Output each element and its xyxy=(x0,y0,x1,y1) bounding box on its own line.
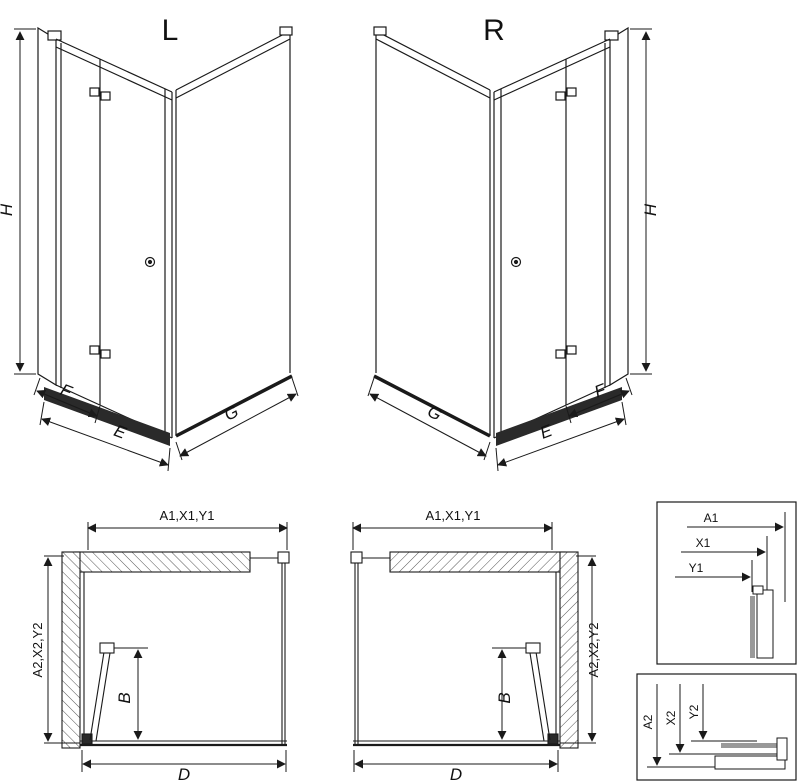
detail-border xyxy=(636,673,797,781)
hinge-icon xyxy=(89,345,100,355)
dim-label-d: D xyxy=(450,765,462,784)
detail-horizontal-drawing xyxy=(675,512,786,659)
door-pivot xyxy=(81,733,93,745)
iso-view-left: L H F E G xyxy=(0,14,299,472)
wall-top xyxy=(74,551,251,573)
glass-edge xyxy=(750,596,755,658)
dim-label-a2x2y2: A2,X2,Y2 xyxy=(30,623,45,678)
dim-label-a1x1y1: A1,X1,Y1 xyxy=(426,508,481,523)
folded-door xyxy=(95,652,111,742)
wall-left xyxy=(61,551,81,749)
detail-box-vertical: A2 X2 Y2 xyxy=(636,673,797,781)
detail-vertical-drawing xyxy=(647,684,788,770)
plan-right-drawing xyxy=(350,522,597,772)
dim-label-b: B xyxy=(115,692,134,703)
dim-label-b: B xyxy=(495,692,514,703)
iso-left-dimensions xyxy=(14,28,299,472)
iso-right-drawing xyxy=(367,26,652,472)
dim-label-a1x1y1: A1,X1,Y1 xyxy=(160,508,215,523)
plan-view-right: A1,X1,Y1 A2,X2,Y2 B D xyxy=(350,508,601,784)
folded-door xyxy=(89,651,105,741)
dim-label-y1: Y1 xyxy=(689,561,704,575)
plan-left-drawing xyxy=(61,551,290,749)
dim-label-a2: A2 xyxy=(641,714,655,729)
side-panel xyxy=(37,26,57,387)
door-cap xyxy=(99,642,115,654)
dim-label-a1: A1 xyxy=(704,511,719,525)
door-knob-icon xyxy=(144,256,156,268)
wall-profile xyxy=(714,755,786,770)
iso-left-drawing xyxy=(37,26,293,446)
glass-edge xyxy=(721,743,779,748)
plan-view-left: A1,X1,Y1 A2,X2,Y2 B D xyxy=(30,508,290,784)
dim-label-a2x2y2: A2,X2,Y2 xyxy=(586,623,601,678)
dim-label-h: H xyxy=(0,203,16,216)
top-bracket xyxy=(47,30,62,41)
dim-label-x2: X2 xyxy=(664,710,678,725)
view-label-left: L xyxy=(162,14,179,47)
hinge-icon xyxy=(100,91,111,101)
hinge-icon xyxy=(100,349,111,359)
detail-box-horizontal: A1 X1 Y1 xyxy=(656,501,797,665)
iso-view-right: R H F E G xyxy=(367,14,660,472)
view-label-right: R xyxy=(483,14,505,47)
wall-profile xyxy=(756,589,774,659)
top-bracket xyxy=(279,26,293,36)
dim-label-y2: Y2 xyxy=(687,704,701,719)
dim-label-x1: X1 xyxy=(696,536,711,550)
glass-profile xyxy=(277,551,290,564)
hinge-icon xyxy=(89,87,100,97)
plan-left-dimensions xyxy=(43,522,288,772)
detail-border xyxy=(656,501,797,665)
dim-label-d: D xyxy=(178,765,190,784)
dim-label-h: H xyxy=(641,203,660,216)
